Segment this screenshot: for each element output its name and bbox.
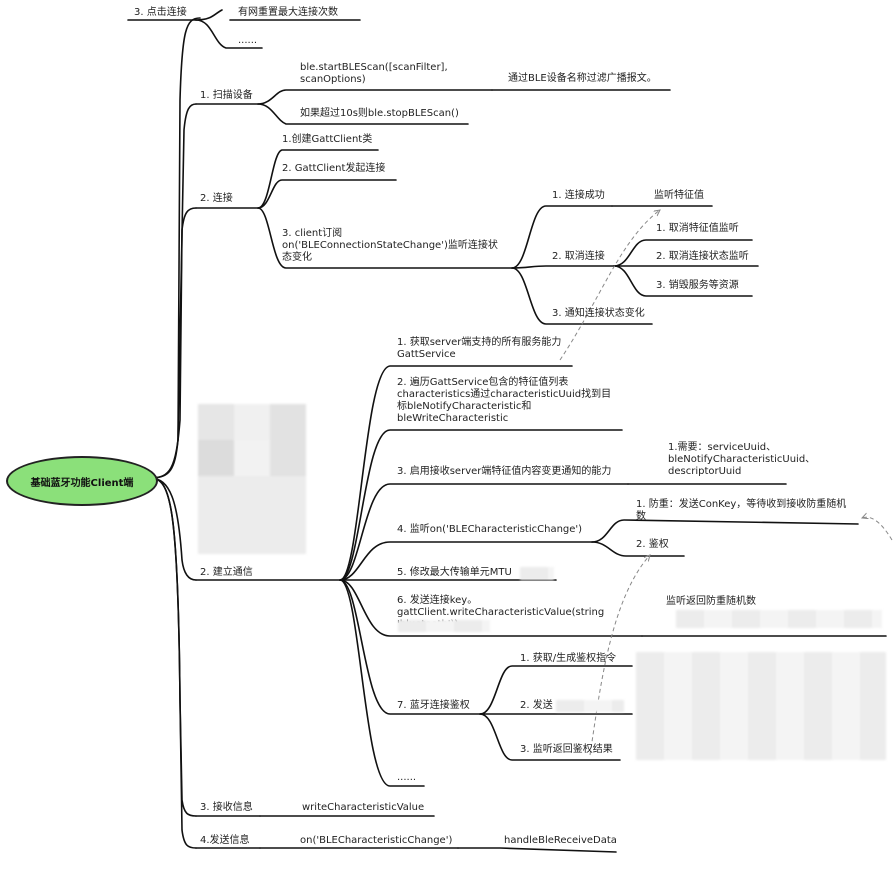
redacted-mtu bbox=[520, 567, 554, 580]
node-create-gattclient[interactable]: 1.创建GattClient类 bbox=[282, 134, 373, 145]
node-click-connect[interactable]: 3. 点击连接 bbox=[134, 7, 187, 18]
node-get-auth-cmd[interactable]: 1. 获取/生成鉴权指令 bbox=[520, 653, 617, 664]
node-reset-max-connect[interactable]: 有网重置最大连接次数 bbox=[238, 7, 338, 18]
node-modify-mtu[interactable]: 5. 修改最大传输单元MTU bbox=[397, 567, 512, 578]
node-cancel-char-listen[interactable]: 1. 取消特征值监听 bbox=[656, 223, 739, 234]
redacted-send-detail bbox=[556, 700, 624, 712]
node-gattclient-connect[interactable]: 2. GattClient发起连接 bbox=[282, 163, 386, 174]
node-on-char-change[interactable]: on('BLECharacteristicChange') bbox=[300, 835, 453, 846]
node-required-uuids[interactable]: 1.需要：serviceUuid、 bleNotifyCharacteristi… bbox=[668, 442, 816, 477]
node-listen-char-change[interactable]: 4. 监听on('BLECharacteristicChange') bbox=[397, 524, 583, 535]
node-traverse-characteristics[interactable]: 2. 遍历GattService包含的特征值列表 characteristics… bbox=[397, 377, 612, 424]
node-connect[interactable]: 2. 连接 bbox=[200, 193, 233, 204]
node-cancel-state-listen[interactable]: 2. 取消连接状态监听 bbox=[656, 251, 749, 262]
redacted-auth-detail bbox=[636, 652, 886, 760]
node-establish-comm[interactable]: 2. 建立通信 bbox=[200, 567, 253, 578]
node-subscribe-state-change[interactable]: 3. client订阅 on('BLEConnectionStateChange… bbox=[282, 228, 498, 263]
node-ble-auth[interactable]: 7. 蓝牙连接鉴权 bbox=[397, 700, 470, 711]
node-receive-info[interactable]: 3. 接收信息 bbox=[200, 802, 253, 813]
node-anti-replay[interactable]: 1. 防重：发送ConKey，等待收到接收防重随机 数 bbox=[636, 499, 847, 522]
node-enable-notify[interactable]: 3. 启用接收server端特征值内容变更通知的能力 bbox=[397, 466, 612, 477]
node-auth[interactable]: 2. 鉴权 bbox=[636, 539, 669, 550]
node-send[interactable]: 2. 发送 bbox=[520, 700, 553, 711]
node-start-ble-scan[interactable]: ble.startBLEScan([scanFilter], scanOptio… bbox=[300, 62, 448, 85]
node-listen-auth-result[interactable]: 3. 监听返回鉴权结果 bbox=[520, 744, 613, 755]
node-notify-state-change[interactable]: 3. 通知连接状态变化 bbox=[552, 308, 645, 319]
node-listen-characteristic[interactable]: 监听特征值 bbox=[654, 190, 704, 201]
redacted-block bbox=[198, 404, 306, 554]
redacted-random-detail bbox=[676, 610, 882, 628]
node-ellipsis-comm[interactable]: ...... bbox=[397, 772, 417, 783]
root-node[interactable]: 基础蓝牙功能Client端 bbox=[6, 456, 158, 506]
node-cancel-connect[interactable]: 2. 取消连接 bbox=[552, 251, 605, 262]
node-scan-device[interactable]: 1. 扫描设备 bbox=[200, 90, 253, 101]
node-stop-ble-scan[interactable]: 如果超过10s则ble.stopBLEScan() bbox=[300, 108, 459, 119]
node-send-info[interactable]: 4.发送信息 bbox=[200, 835, 250, 846]
node-write-char-value[interactable]: writeCharacteristicValue bbox=[302, 802, 425, 813]
node-get-services[interactable]: 1. 获取server端支持的所有服务能力 GattService bbox=[397, 337, 562, 360]
node-destroy-resources[interactable]: 3. 销毁服务等资源 bbox=[656, 280, 739, 291]
node-scan-filter-note[interactable]: 通过BLE设备名称过滤广播报文。 bbox=[508, 73, 657, 84]
node-connect-success[interactable]: 1. 连接成功 bbox=[552, 190, 605, 201]
node-handle-receive-data[interactable]: handleBleReceiveData bbox=[504, 835, 617, 846]
root-label: 基础蓝牙功能Client端 bbox=[30, 477, 134, 489]
node-listen-random[interactable]: 监听返回防重随机数 bbox=[666, 596, 756, 607]
redacted-write-args bbox=[398, 620, 490, 632]
node-ellipsis-top[interactable]: ...... bbox=[238, 35, 258, 46]
